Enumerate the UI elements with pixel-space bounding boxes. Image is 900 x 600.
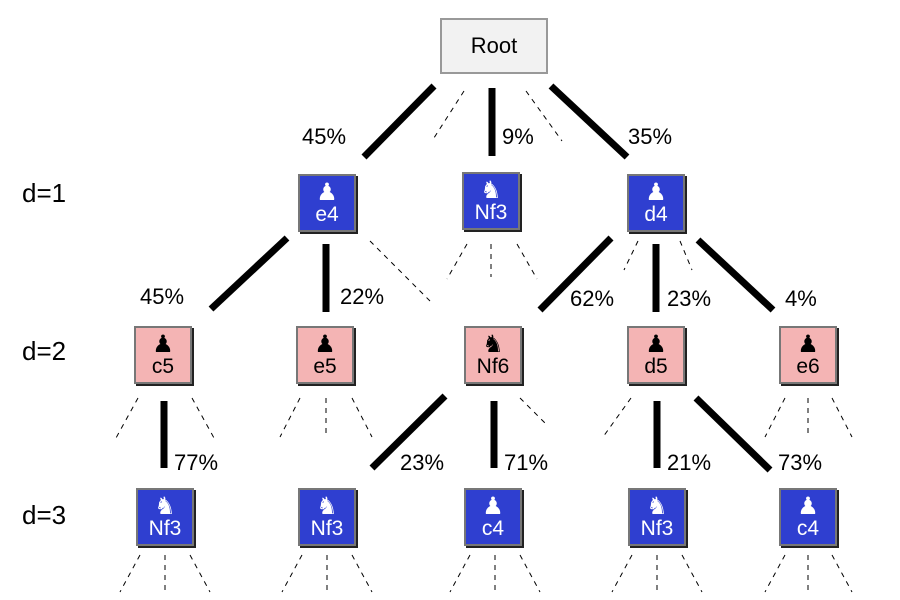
edge-pct-root-nf3: 9% <box>502 124 534 149</box>
move-label: c5 <box>151 355 175 378</box>
move-label: Nf3 <box>640 517 674 540</box>
dash-edge <box>831 554 853 593</box>
node-nf3-after-c5[interactable]: ♞ Nf3 <box>136 488 194 546</box>
edge-pct-c5-nf3: 77% <box>174 450 219 475</box>
edge-nf6-nf3 <box>369 393 448 471</box>
dash-edge <box>281 554 303 593</box>
dash-edge <box>431 90 465 142</box>
pawn-icon: ♟ <box>797 492 819 520</box>
node-nf3-after-d5[interactable]: ♞ Nf3 <box>628 488 686 546</box>
node-e5[interactable]: ♟ e5 <box>296 326 354 384</box>
dash-edge <box>681 554 703 593</box>
edge-pct-root-d4: 35% <box>628 124 673 149</box>
edge-d5-c4 <box>693 395 773 473</box>
move-label: e6 <box>796 355 820 378</box>
edge-pct-root-e4: 45% <box>302 124 347 149</box>
node-nf3[interactable]: ♞ Nf3 <box>462 172 520 230</box>
dash-edge <box>191 397 215 439</box>
knight-icon: ♞ <box>480 176 502 204</box>
edge-pct-d5-nf3: 21% <box>667 450 712 475</box>
edge-e4-c5 <box>208 235 290 312</box>
edge-pct-d4-nf6: 62% <box>570 286 615 311</box>
move-label: e5 <box>313 355 337 378</box>
knight-icon: ♞ <box>646 492 668 520</box>
pawn-icon: ♟ <box>645 178 667 206</box>
move-label: c4 <box>796 517 820 540</box>
move-label: Nf3 <box>310 517 344 540</box>
move-label: d5 <box>644 355 668 378</box>
edge-pct-d4-d5: 23% <box>667 286 712 311</box>
edge-pct-d5-c4: 73% <box>778 450 823 475</box>
depth-label-2: d=2 <box>22 336 67 366</box>
dash-edge <box>516 243 538 280</box>
move-label: Nf3 <box>474 201 508 224</box>
root-node[interactable]: Root <box>440 18 548 74</box>
dash-edge <box>351 554 373 593</box>
node-c4-after-nf6[interactable]: ♟ c4 <box>464 488 522 546</box>
move-label: e4 <box>315 203 339 226</box>
node-nf6[interactable]: ♞ Nf6 <box>464 326 522 384</box>
pawn-icon: ♟ <box>314 330 336 358</box>
move-label: c4 <box>481 517 505 540</box>
dash-edge <box>764 397 786 438</box>
dash-edge <box>679 240 693 271</box>
edge-root-e4 <box>361 83 437 160</box>
knight-icon: ♞ <box>316 492 338 520</box>
move-label: Nf6 <box>476 355 510 378</box>
pawn-icon: ♟ <box>797 330 819 358</box>
dash-edge <box>119 554 141 593</box>
node-e6[interactable]: ♟ e6 <box>779 326 837 384</box>
edge-pct-d4-e6: 4% <box>785 286 817 311</box>
dash-edge <box>449 554 471 593</box>
node-d4[interactable]: ♟ d4 <box>627 174 685 232</box>
dash-edge <box>611 554 633 593</box>
edge-root-d4 <box>548 83 630 160</box>
dash-edge <box>525 90 563 142</box>
dash-edge <box>602 397 632 438</box>
dash-edge <box>764 554 786 593</box>
node-c5[interactable]: ♟ c5 <box>134 326 192 384</box>
dash-edge <box>446 243 468 280</box>
node-e4[interactable]: ♟ e4 <box>298 174 356 232</box>
edge-pct-e4-c5: 45% <box>140 284 185 309</box>
dash-edge <box>831 397 853 438</box>
knight-icon: ♞ <box>482 330 504 358</box>
root-label: Root <box>470 33 518 58</box>
dash-edge <box>115 397 139 439</box>
dash-edge <box>351 397 373 438</box>
pawn-icon: ♟ <box>482 492 504 520</box>
pawn-icon: ♟ <box>645 330 667 358</box>
edge-d4-nf6 <box>537 235 614 313</box>
depth-label-1: d=1 <box>22 178 67 208</box>
pawn-icon: ♟ <box>316 178 338 206</box>
dash-edge <box>623 240 639 271</box>
move-label: d4 <box>644 203 668 226</box>
edge-pct-e4-e5: 22% <box>340 284 385 309</box>
dash-edge <box>519 554 541 593</box>
node-d5[interactable]: ♟ d5 <box>627 326 685 384</box>
dash-edge <box>369 240 431 302</box>
edge-pct-nf6-c4: 71% <box>504 450 549 475</box>
edge-d4-e6 <box>695 237 776 313</box>
depth-label-3: d=3 <box>22 500 67 530</box>
knight-icon: ♞ <box>154 492 176 520</box>
dash-edge <box>519 397 549 427</box>
node-c4-after-d5[interactable]: ♟ c4 <box>779 488 837 546</box>
move-label: Nf3 <box>148 517 182 540</box>
dash-edge <box>189 554 211 593</box>
dash-edge <box>279 397 301 438</box>
edge-pct-nf6-nf3: 23% <box>400 450 445 475</box>
node-nf3-after-nf6[interactable]: ♞ Nf3 <box>298 488 356 546</box>
pawn-icon: ♟ <box>152 330 174 358</box>
